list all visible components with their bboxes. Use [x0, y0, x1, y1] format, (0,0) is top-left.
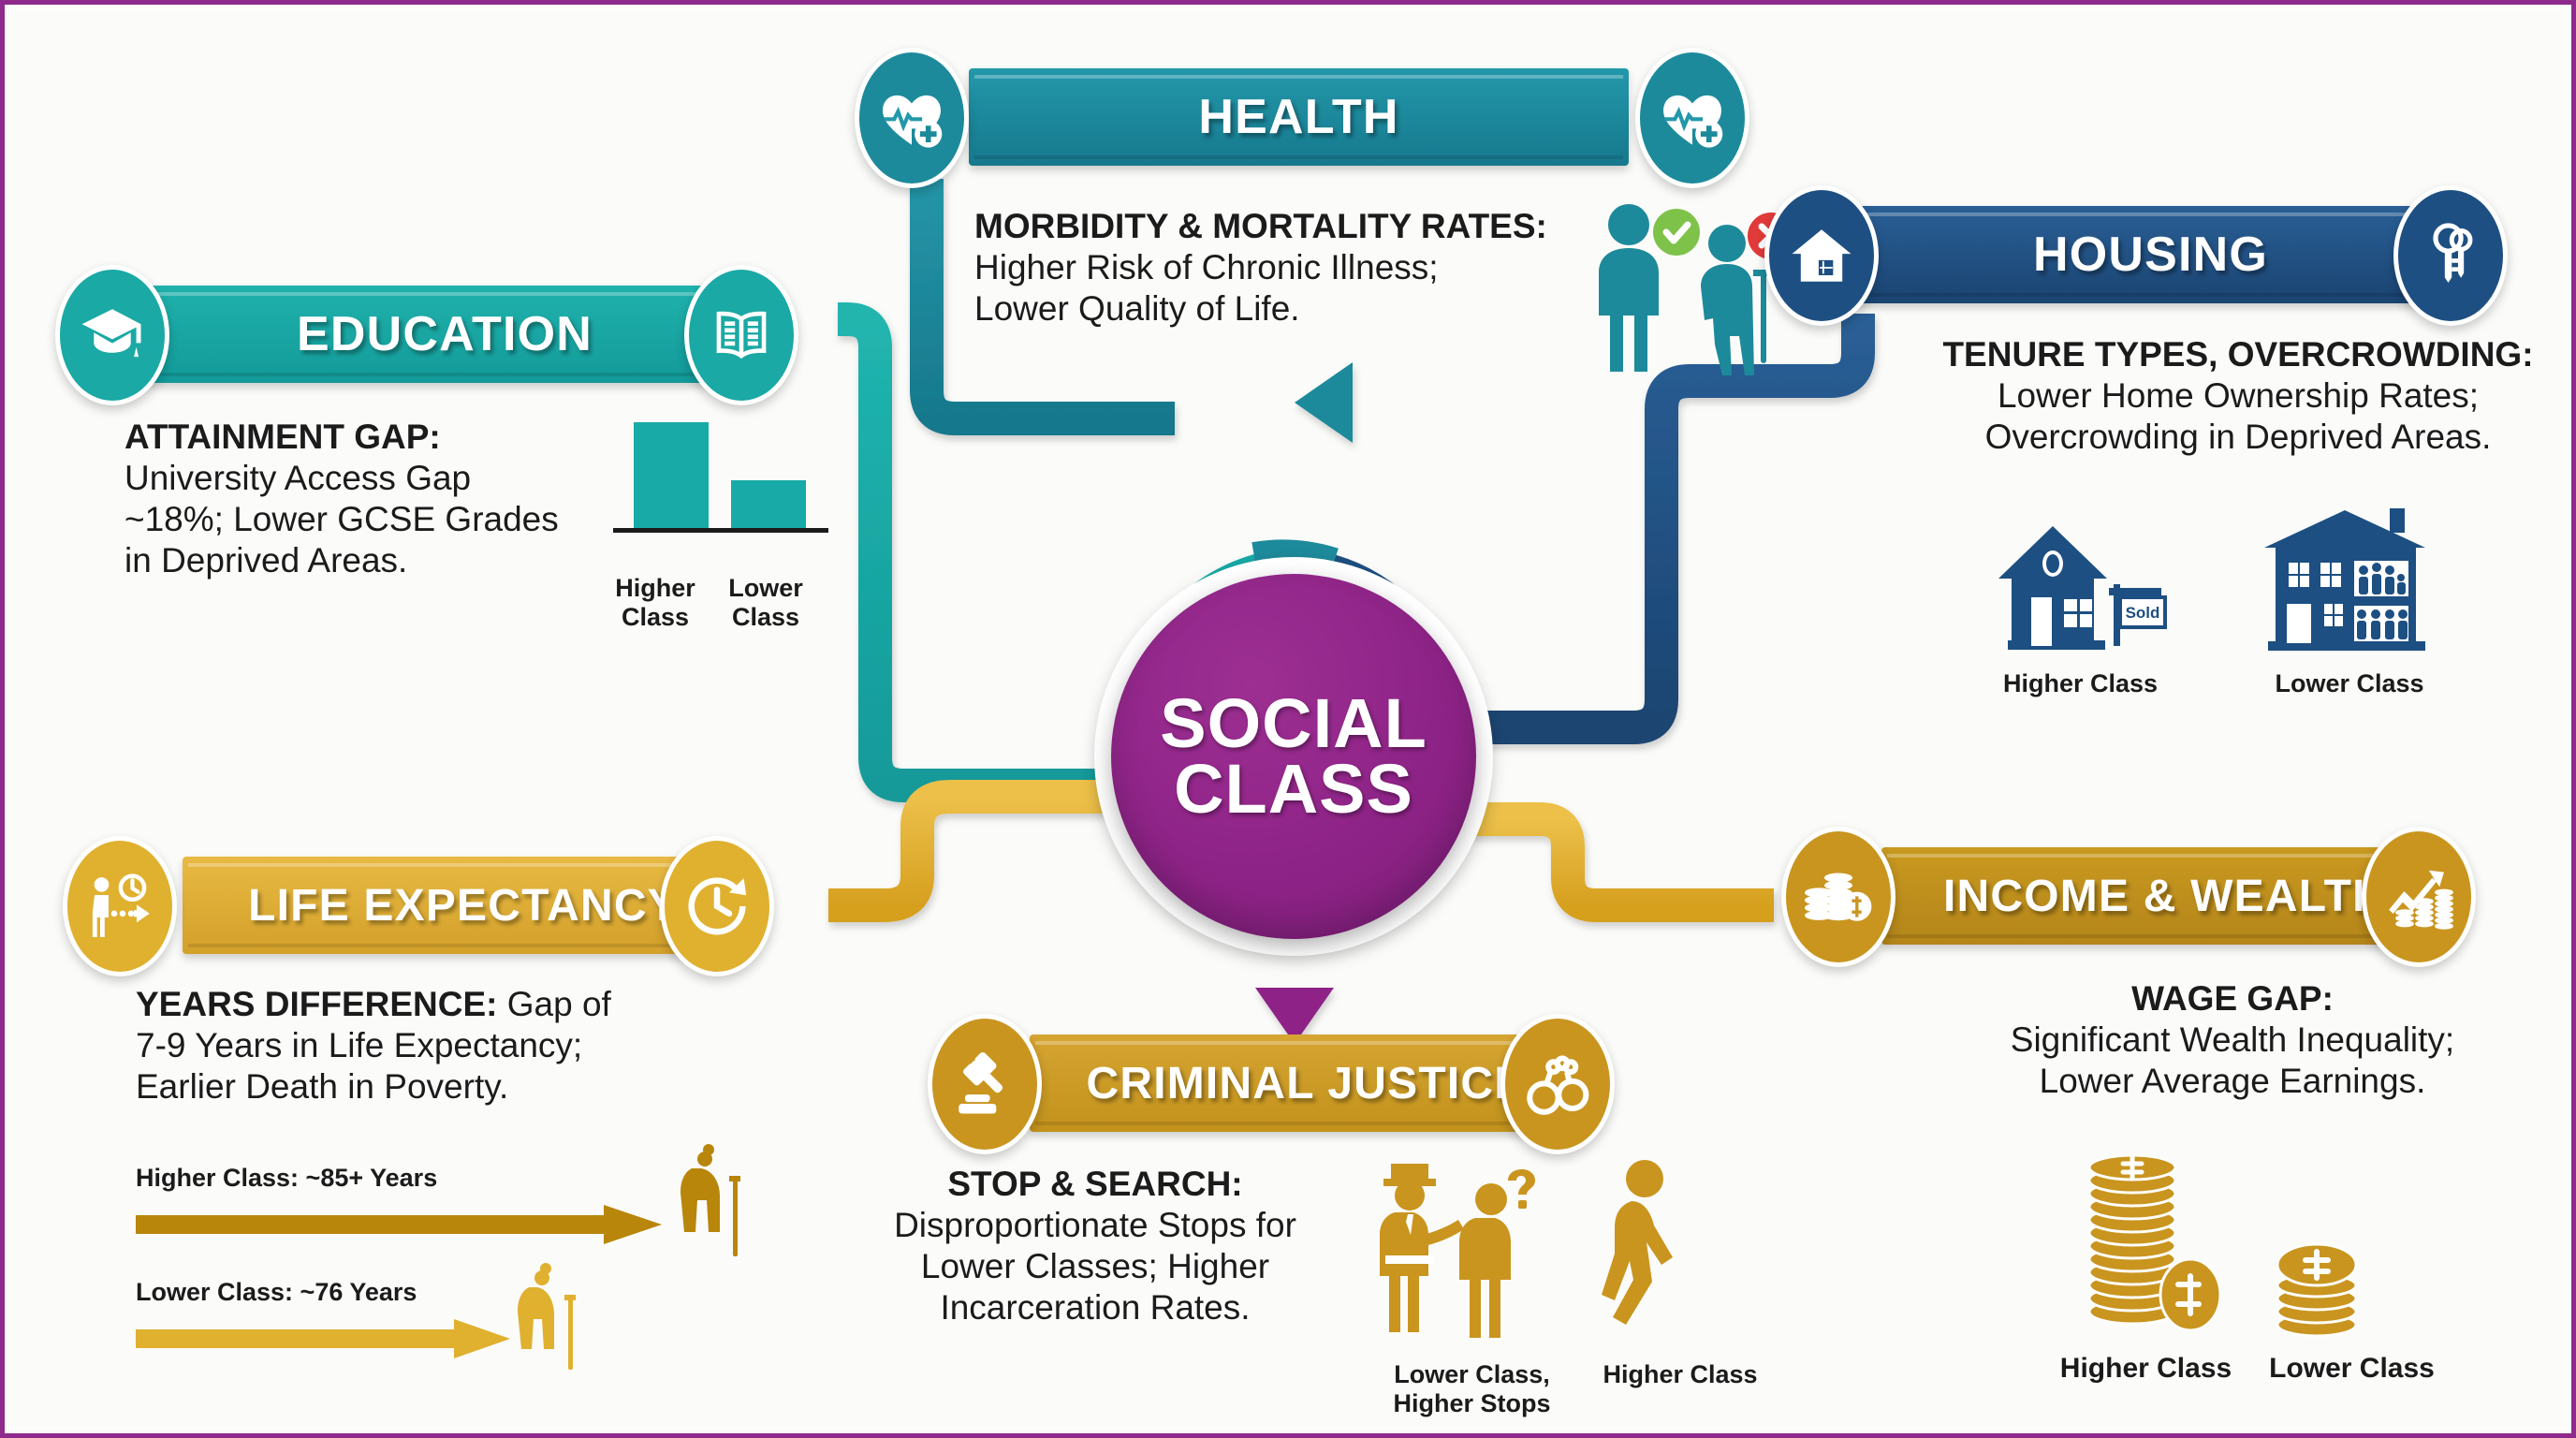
coin-stack-higher-class — [2087, 1153, 2222, 1332]
education-body-line-2: ~18%; Lower GCSE Grades — [124, 500, 559, 539]
person-walking-clock-icon — [63, 836, 177, 976]
criminal-justice-text-block: STOP & SEARCH: Disproportionate Stops fo… — [847, 1164, 1343, 1328]
life-expectancy-heading-rest: Gap of — [497, 985, 611, 1023]
income-wealth-text-block: WAGE GAP: Significant Wealth Inequality;… — [1924, 978, 2541, 1102]
housing-caption-higher: Higher Class — [2002, 669, 2159, 697]
handcuffs-icon — [1500, 1014, 1615, 1154]
housing-caption-lower: Lower Class — [2275, 669, 2424, 697]
sold-sign-text: Sold — [2126, 604, 2160, 622]
heart-pulse-plus-icon-right — [1635, 48, 1749, 188]
education-body-line-3: in Deprived Areas. — [124, 541, 408, 580]
elderly-person-lower-icon — [518, 1263, 576, 1370]
education-text-block: ATTAINMENT GAP: University Access Gap ~1… — [124, 417, 611, 581]
section-title-life-expectancy: LIFE EXPECTANCY — [248, 880, 679, 931]
arrowhead-to-criminal-justice — [1255, 988, 1334, 1044]
education-body-line-1: University Access Gap — [124, 459, 472, 498]
life-expectancy-body-line-1: 7-9 Years in Life Expectancy; — [136, 1026, 583, 1065]
cj-cap-l2: Higher Stops — [1393, 1388, 1551, 1417]
section-title-criminal-justice: CRIMINAL JUSTICE — [1086, 1058, 1526, 1108]
section-banner-criminal-justice[interactable]: CRIMINAL JUSTICE — [1030, 1034, 1582, 1132]
wire-income-wealth — [1451, 802, 1774, 922]
health-heading: MORBIDITY & MORTALITY RATES: — [974, 207, 1547, 245]
life-expectancy-label-higher: Higher Class: ~85+ Years — [136, 1164, 438, 1192]
health-body-line-1: Higher Risk of Chronic Illness; — [974, 248, 1439, 287]
health-text-block: MORBIDITY & MORTALITY RATES: Higher Risk… — [974, 206, 1779, 330]
heart-pulse-plus-icon — [855, 48, 969, 188]
housing-body-line-1: Lower Home Ownership Rates; — [1997, 376, 2480, 416]
life-expectancy-arrow-higher — [136, 1205, 662, 1244]
life-expectancy-bar-lower: Lower Class: ~76 Years — [136, 1278, 585, 1364]
center-line-2: CLASS — [1174, 750, 1413, 828]
criminal-justice-body-line-3: Incarceration Rates. — [940, 1288, 1251, 1328]
education-bar-higher-class — [634, 422, 709, 528]
criminal-justice-caption-lower: Lower Class, Higher Stops — [1362, 1360, 1582, 1418]
income-wealth-caption-lower: Lower Class — [2269, 1353, 2435, 1384]
income-wealth-heading: WAGE GAP: — [2131, 979, 2334, 1018]
keys-icon — [2393, 185, 2508, 326]
criminal-justice-body-line-2: Lower Classes; Higher — [920, 1247, 1270, 1286]
criminal-justice-heading: STOP & SEARCH: — [947, 1165, 1243, 1203]
housing-higher-class-illustration: Sold — [1998, 526, 2167, 650]
wire-health — [910, 179, 1175, 435]
growth-arrow-coins-icon — [2362, 827, 2476, 967]
life-expectancy-text-block: YEARS DIFFERENCE: Gap of 7-9 Years in Li… — [136, 984, 716, 1108]
section-title-housing: HOUSING — [2032, 227, 2269, 282]
wire-education — [838, 302, 1156, 802]
health-body-line-2: Lower Quality of Life. — [974, 289, 1300, 329]
life-expectancy-label-lower: Lower Class: ~76 Years — [136, 1278, 417, 1306]
open-book-icon — [684, 265, 798, 405]
life-expectancy-heading: YEARS DIFFERENCE: — [136, 985, 498, 1023]
section-banner-life-expectancy[interactable]: LIFE EXPECTANCY — [183, 857, 744, 954]
housing-body-line-2: Overcrowding in Deprived Areas. — [1984, 418, 2492, 457]
coin-stacks-dollar-icon — [1781, 827, 1895, 967]
clock-rotate-icon — [660, 836, 774, 976]
elderly-person-higher-icon — [681, 1144, 740, 1256]
education-bar-chart — [613, 417, 828, 566]
section-banner-health[interactable]: HEALTH — [969, 68, 1629, 166]
walking-person-higher-class-icon — [1602, 1160, 1673, 1325]
section-banner-education[interactable]: EDUCATION — [117, 286, 772, 383]
wire-housing — [1465, 314, 1875, 744]
cj-cap-l1: Lower Class, — [1394, 1360, 1550, 1388]
house-icon — [1764, 185, 1879, 326]
housing-text-block: TENURE TYPES, OVERCROWDING: Lower Home O… — [1910, 334, 2566, 458]
center-line-1: SOCIAL — [1160, 683, 1427, 762]
life-expectancy-arrow-lower — [136, 1319, 510, 1358]
housing-heading: TENURE TYPES, OVERCROWDING: — [1942, 335, 2534, 374]
education-heading: ATTAINMENT GAP: — [124, 418, 441, 456]
graduation-cap-icon — [55, 265, 169, 405]
police-stop-illustration — [1380, 1164, 1535, 1338]
section-title-education: EDUCATION — [296, 307, 593, 361]
center-node-label: SOCIAL CLASS — [1160, 688, 1427, 823]
criminal-justice-body-line-1: Disproportionate Stops for — [894, 1206, 1296, 1245]
education-bar-lower-class — [731, 480, 806, 528]
income-wealth-body-line-2: Lower Average Earnings. — [2039, 1062, 2426, 1101]
income-wealth-body-line-1: Significant Wealth Inequality; — [2010, 1020, 2455, 1060]
center-node-social-class[interactable]: SOCIAL CLASS — [1111, 574, 1476, 939]
check-circle-icon — [1653, 209, 1700, 256]
arrowhead-to-health — [1295, 362, 1353, 443]
criminal-justice-caption-higher: Higher Class — [1603, 1360, 1758, 1388]
life-expectancy-bar-higher: Higher Class: ~85+ Years — [136, 1164, 707, 1250]
section-banner-income-wealth[interactable]: INCOME & WEALTH — [1881, 847, 2448, 945]
section-title-health: HEALTH — [1198, 90, 1399, 144]
gavel-icon — [928, 1014, 1042, 1154]
income-wealth-caption-higher: Higher Class — [2059, 1353, 2232, 1384]
section-title-income-wealth: INCOME & WEALTH — [1942, 871, 2387, 921]
coin-stack-lower-class — [2276, 1242, 2358, 1338]
housing-lower-class-illustration — [2264, 508, 2425, 651]
education-chart-axis — [613, 528, 828, 533]
section-banner-housing[interactable]: HOUSING — [1825, 206, 2476, 303]
life-expectancy-body-line-2: Earlier Death in Poverty. — [136, 1067, 509, 1107]
wire-life-expectancy — [828, 780, 1133, 922]
